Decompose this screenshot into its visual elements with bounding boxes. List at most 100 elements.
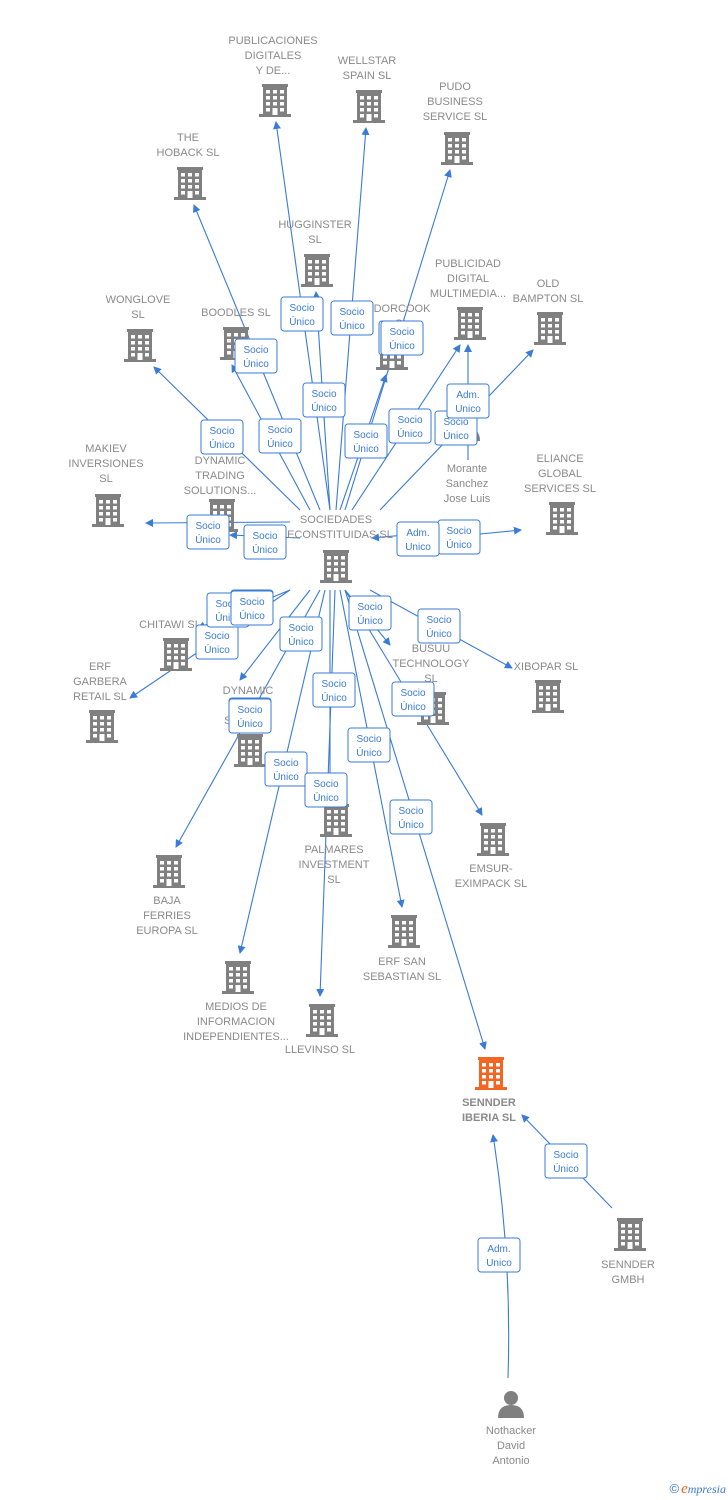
node-label-busuu[interactable]: TECHNOLOGY: [392, 658, 470, 670]
node-label-publicaciones[interactable]: PUBLICACIONES: [228, 35, 317, 47]
node-label-morante[interactable]: Sanchez: [446, 478, 489, 490]
node-label-erfgarbera[interactable]: ERF: [89, 661, 111, 673]
node-label-erfsansebastian[interactable]: ERF SAN: [378, 956, 426, 968]
node-label-xibopar[interactable]: XIBOPAR SL: [514, 661, 579, 673]
building-icon[interactable]: [614, 1218, 646, 1251]
building-icon[interactable]: [454, 307, 486, 340]
node-label-llevinso[interactable]: LLEVINSO SL: [285, 1044, 355, 1056]
building-icon[interactable]: [534, 312, 566, 345]
node-label-makiev[interactable]: SL: [99, 473, 112, 485]
node-label-palmares[interactable]: SL: [327, 874, 340, 886]
edge-label[interactable]: Adm.Unico: [396, 521, 440, 557]
node-label-wellstar[interactable]: SPAIN SL: [343, 70, 392, 82]
node-label-nothacker[interactable]: Antonio: [492, 1455, 529, 1467]
building-icon[interactable]: [388, 915, 420, 948]
node-label-baja[interactable]: EUROPA SL: [136, 925, 198, 937]
node-label-nothacker[interactable]: David: [497, 1440, 525, 1452]
node-label-emsur[interactable]: EMSUR-: [469, 863, 513, 875]
node-label-wonglove[interactable]: WONGLOVE: [106, 294, 171, 306]
node-label-palmares[interactable]: PALMARES: [304, 844, 363, 856]
node-label-erfgarbera[interactable]: RETAIL SL: [73, 691, 127, 703]
building-icon[interactable]: [306, 1004, 338, 1037]
building-icon[interactable]: [532, 680, 564, 713]
building-icon[interactable]: [546, 502, 578, 535]
node-label-publicidad[interactable]: DIGITAL: [447, 273, 489, 285]
building-icon[interactable]: [301, 254, 333, 287]
node-label-dorcook[interactable]: DORCOOK: [374, 303, 432, 315]
building-icon[interactable]: [477, 823, 509, 856]
node-label-palmares[interactable]: INVESTMENT: [299, 859, 370, 871]
node-label-emsur[interactable]: EXIMPACK SL: [455, 878, 528, 890]
node-label-publicidad[interactable]: PUBLICIDAD: [435, 258, 501, 270]
node-label-baja[interactable]: FERRIES: [143, 910, 191, 922]
building-icon[interactable]: [234, 734, 266, 767]
node-label-medios[interactable]: INFORMACION: [197, 1016, 275, 1028]
node-label-makiev[interactable]: INVERSIONES: [68, 458, 143, 470]
node-label-morante[interactable]: Jose Luis: [444, 493, 491, 505]
building-icon[interactable]: [124, 329, 156, 362]
node-label-pudo[interactable]: BUSINESS: [427, 96, 483, 108]
building-icon[interactable]: [160, 638, 192, 671]
node-label-boodles[interactable]: BOODLES SL: [201, 307, 271, 319]
node-label-senndergmbh[interactable]: SENNDER: [601, 1259, 655, 1271]
node-label-eliance[interactable]: SERVICES SL: [524, 483, 596, 495]
node-label-medios[interactable]: MEDIOS DE: [205, 1001, 267, 1013]
building-icon[interactable]: [174, 167, 206, 200]
node-label-eliance[interactable]: GLOBAL: [538, 468, 582, 480]
node-label-wellstar[interactable]: WELLSTAR: [338, 55, 397, 67]
building-icon[interactable]: [222, 961, 254, 994]
node-label-busuu[interactable]: BUSUU: [412, 643, 451, 655]
node-label-dynamic2[interactable]: DYNAMIC: [223, 685, 274, 697]
node-label-publicaciones[interactable]: Y DE...: [256, 65, 291, 77]
node-label-oldbampton[interactable]: OLD: [537, 278, 560, 290]
node-label-publicaciones[interactable]: DIGITALES: [245, 50, 302, 62]
node-label-eliance[interactable]: ELIANCE: [536, 453, 583, 465]
building-icon[interactable]: [353, 90, 385, 123]
node-label-dynamic1[interactable]: TRADING: [195, 470, 245, 482]
edge-label[interactable]: Adm.Unico: [477, 1237, 521, 1273]
building-icon[interactable]: [475, 1057, 507, 1090]
node-label-erfsansebastian[interactable]: SEBASTIAN SL: [363, 971, 441, 983]
node-label-nothacker[interactable]: Nothacker: [486, 1425, 536, 1437]
person-icon[interactable]: [498, 1391, 524, 1418]
node-label-pudo[interactable]: PUDO: [439, 81, 471, 93]
building-icon[interactable]: [86, 710, 118, 743]
node-label-baja[interactable]: BAJA: [153, 895, 181, 907]
edge-label[interactable]: Adm.Unico: [446, 383, 490, 419]
node-label-publicidad[interactable]: MULTIMEDIA...: [430, 288, 506, 300]
node-label-dynamic1[interactable]: SOLUTIONS...: [184, 485, 257, 497]
node-label-sociedades[interactable]: RECONSTITUIDAS SL: [279, 529, 393, 541]
node-label-chitawi[interactable]: CHITAWI SL: [139, 619, 201, 631]
brand-footer[interactable]: ©empresia: [670, 1481, 727, 1498]
node-label-erfgarbera[interactable]: GARBERA: [73, 676, 127, 688]
node-label-medios[interactable]: INDEPENDIENTES...: [183, 1031, 289, 1043]
building-icon[interactable]: [320, 550, 352, 583]
node-label-sociedades[interactable]: SOCIEDADES: [300, 514, 372, 526]
building-icon[interactable]: [259, 84, 291, 117]
node-label-morante[interactable]: Morante: [447, 463, 487, 475]
node-label-hugginster[interactable]: SL: [308, 234, 321, 246]
